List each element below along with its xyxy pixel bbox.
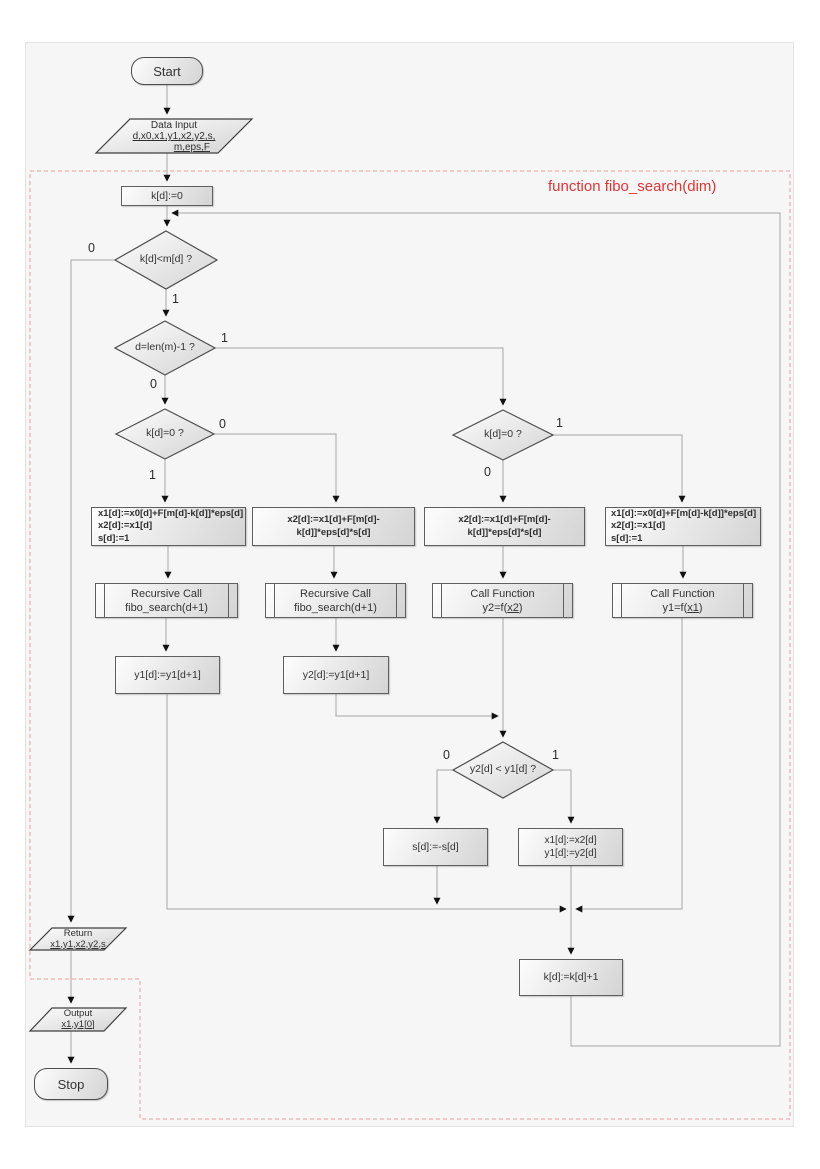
decision-k-left-false-label: 0 (219, 417, 226, 431)
y2-assign-label: y2[d]:=y1[d+1] (302, 668, 370, 681)
decision-loop-diamond (113, 230, 219, 290)
function-boundary-dashed-border (29, 170, 791, 1120)
start-terminator: Start (131, 57, 203, 85)
output-parallelogram (28, 1007, 128, 1032)
recursive-call-1-expr: fibo_search(d+1) (125, 601, 208, 614)
call-y1-post: ) (698, 601, 703, 614)
assign-col4-line3: s[d]:=1 (611, 532, 643, 544)
decision-k-right-question: k[d]=0 ? (484, 428, 522, 440)
k-increment-label: k[d]:=k[d]+1 (543, 971, 599, 983)
assign-col3-process: x2[d]:=x1[d]+F[m[d]-k[d]]*eps[d]*s[d] (424, 507, 585, 546)
k-init-label: k[d]:=0 (151, 189, 183, 202)
assign-col1-line2: x2[d]:=x1[d] (98, 520, 153, 532)
return-text: Return x1,y1,x2,y2,s (30, 928, 126, 950)
decision-compare-diamond (451, 741, 555, 799)
call-function-y2-expr: y2=f(x2) (482, 601, 522, 615)
stop-label: Stop (57, 1076, 85, 1092)
xy-update-process: x1[d]:=x2[d] y1[d]:=y2[d] (518, 828, 623, 866)
assign-col2-process: x2[d]:=x1[d]+F[m[d]-k[d]]*eps[d]*s[d] (252, 507, 415, 546)
output-title: Output (63, 1008, 93, 1019)
data-input-vars-line2: m,eps,F (173, 142, 210, 153)
data-input-text: Data Input d,x0,x1,y1,x2,y2,s, m,eps,F (96, 120, 252, 153)
decision-compare-question: y2[d] < y1[d] ? (469, 763, 537, 775)
edge-decdepth-deckright (215, 347, 507, 406)
edge-loopback (171, 209, 781, 1047)
assign-col1-line3: s[d]:=1 (98, 532, 130, 544)
edge-y1assign-merge (166, 694, 567, 913)
assign-col3-line1: x2[d]:=x1[d]+F[m[d]-k[d]]*eps[d]*s[d] (458, 514, 551, 538)
call-function-y1: Call Function y1=f(x1) (612, 583, 753, 618)
output-vars: x1,y1[0] (61, 1018, 95, 1030)
output-text: Output x1,y1[0] (30, 1008, 126, 1030)
k-init-process: k[d]:=0 (121, 186, 213, 206)
connector-lines (67, 84, 781, 1064)
decision-k-right-false-label: 0 (484, 465, 491, 479)
call-function-y1-expr: y1=f(x1) (662, 601, 702, 615)
recursive-call-2-expr: fibo_search(d+1) (294, 601, 377, 614)
decision-k-right-diamond (451, 409, 555, 461)
assign-col1-process: x1[d]:=x0[d]+F[m[d]-k[d]]*eps[d] x2[d]:=… (91, 507, 246, 546)
decision-k-left-diamond (114, 408, 216, 460)
decision-k-left-true-label: 1 (149, 468, 156, 482)
edge-y2assign-join (335, 694, 499, 720)
s-flip-process: s[d]:=-s[d] (383, 828, 488, 866)
xy-update-line2: y1[d]:=y2[d] (544, 848, 597, 859)
s-flip-label: s[d]:=-s[d] (412, 840, 459, 853)
start-label: Start (153, 63, 181, 79)
edge-call4-merge (575, 618, 683, 913)
edge-deckleft-assign2 (214, 433, 340, 503)
data-input-parallelogram (94, 118, 254, 154)
assign-col2-line1: x2[d]:=x1[d]+F[m[d]-k[d]]*eps[d]*s[d] (287, 514, 380, 538)
decision-depth-true-label: 1 (221, 331, 228, 345)
assign-col4-process: x1[d]:=x0[d]+F[m[d]-k[d]]*eps[d] x2[d]:=… (605, 507, 761, 546)
assign-col1-line1: x1[d]:=x0[d]+F[m[d]-k[d]]*eps[d] (98, 507, 244, 519)
recursive-call-2: Recursive Call fibo_search(d+1) (265, 583, 406, 618)
call-function-y2: Call Function y2=f(x2) (432, 583, 573, 618)
edge-decloop-return (67, 259, 116, 923)
decision-compare-false-label: 0 (443, 748, 450, 762)
decision-depth-false-label: 0 (150, 377, 157, 391)
xy-update-line1: x1[d]:=x2[d] (544, 835, 597, 846)
function-boundary-label: function fibo_search(dim) (548, 178, 717, 195)
edge-deccompare-sflip (433, 769, 452, 824)
call-y1-arg: x1 (687, 601, 699, 614)
recursive-call-2-title: Recursive Call (300, 587, 371, 600)
decision-loop-question: k[d]<m[d] ? (139, 253, 193, 265)
recursive-call-1: Recursive Call fibo_search(d+1) (95, 583, 238, 618)
assign-col4-line2: x2[d]:=x1[d] (611, 520, 666, 532)
call-y1-pre: y1=f( (662, 601, 688, 614)
call-function-y2-title: Call Function (470, 587, 535, 600)
decision-compare-true-label: 1 (552, 748, 559, 762)
data-input-vars-line1: d,x0,x1,y1,x2,y2,s, (132, 131, 216, 142)
decision-depth-diamond (113, 320, 217, 376)
call-y2-pre: y2=f( (482, 601, 508, 614)
return-vars: x1,y1,x2,y2,s (50, 938, 106, 950)
call-y2-arg: x2 (507, 601, 519, 614)
k-increment-process: k[d]:=k[d]+1 (519, 959, 623, 996)
decision-loop-false-label: 0 (88, 241, 95, 255)
decision-k-right-true-label: 1 (556, 416, 563, 430)
call-function-y1-title: Call Function (650, 587, 715, 600)
decision-loop-true-label: 1 (172, 292, 179, 306)
edge-deccompare-xyupdate (553, 769, 575, 824)
return-title: Return (63, 928, 93, 939)
y1-assign-label: y1[d]:=y1[d+1] (134, 668, 201, 681)
decision-depth-question: d=len(m)-1 ? (135, 341, 195, 353)
call-y2-post: ) (518, 601, 523, 614)
stop-terminator: Stop (34, 1068, 108, 1100)
edge-deckright-assign4 (553, 434, 686, 503)
recursive-call-1-title: Recursive Call (131, 587, 202, 600)
y1-assign-process: y1[d]:=y1[d+1] (115, 656, 220, 694)
data-input-title: Data Input (150, 120, 198, 131)
assign-col4-line1: x1[d]:=x0[d]+F[m[d]-k[d]]*eps[d] (611, 507, 757, 519)
return-parallelogram (28, 927, 128, 951)
y2-assign-process: y2[d]:=y1[d+1] (283, 656, 389, 694)
decision-k-left-question: k[d]=0 ? (146, 427, 184, 439)
